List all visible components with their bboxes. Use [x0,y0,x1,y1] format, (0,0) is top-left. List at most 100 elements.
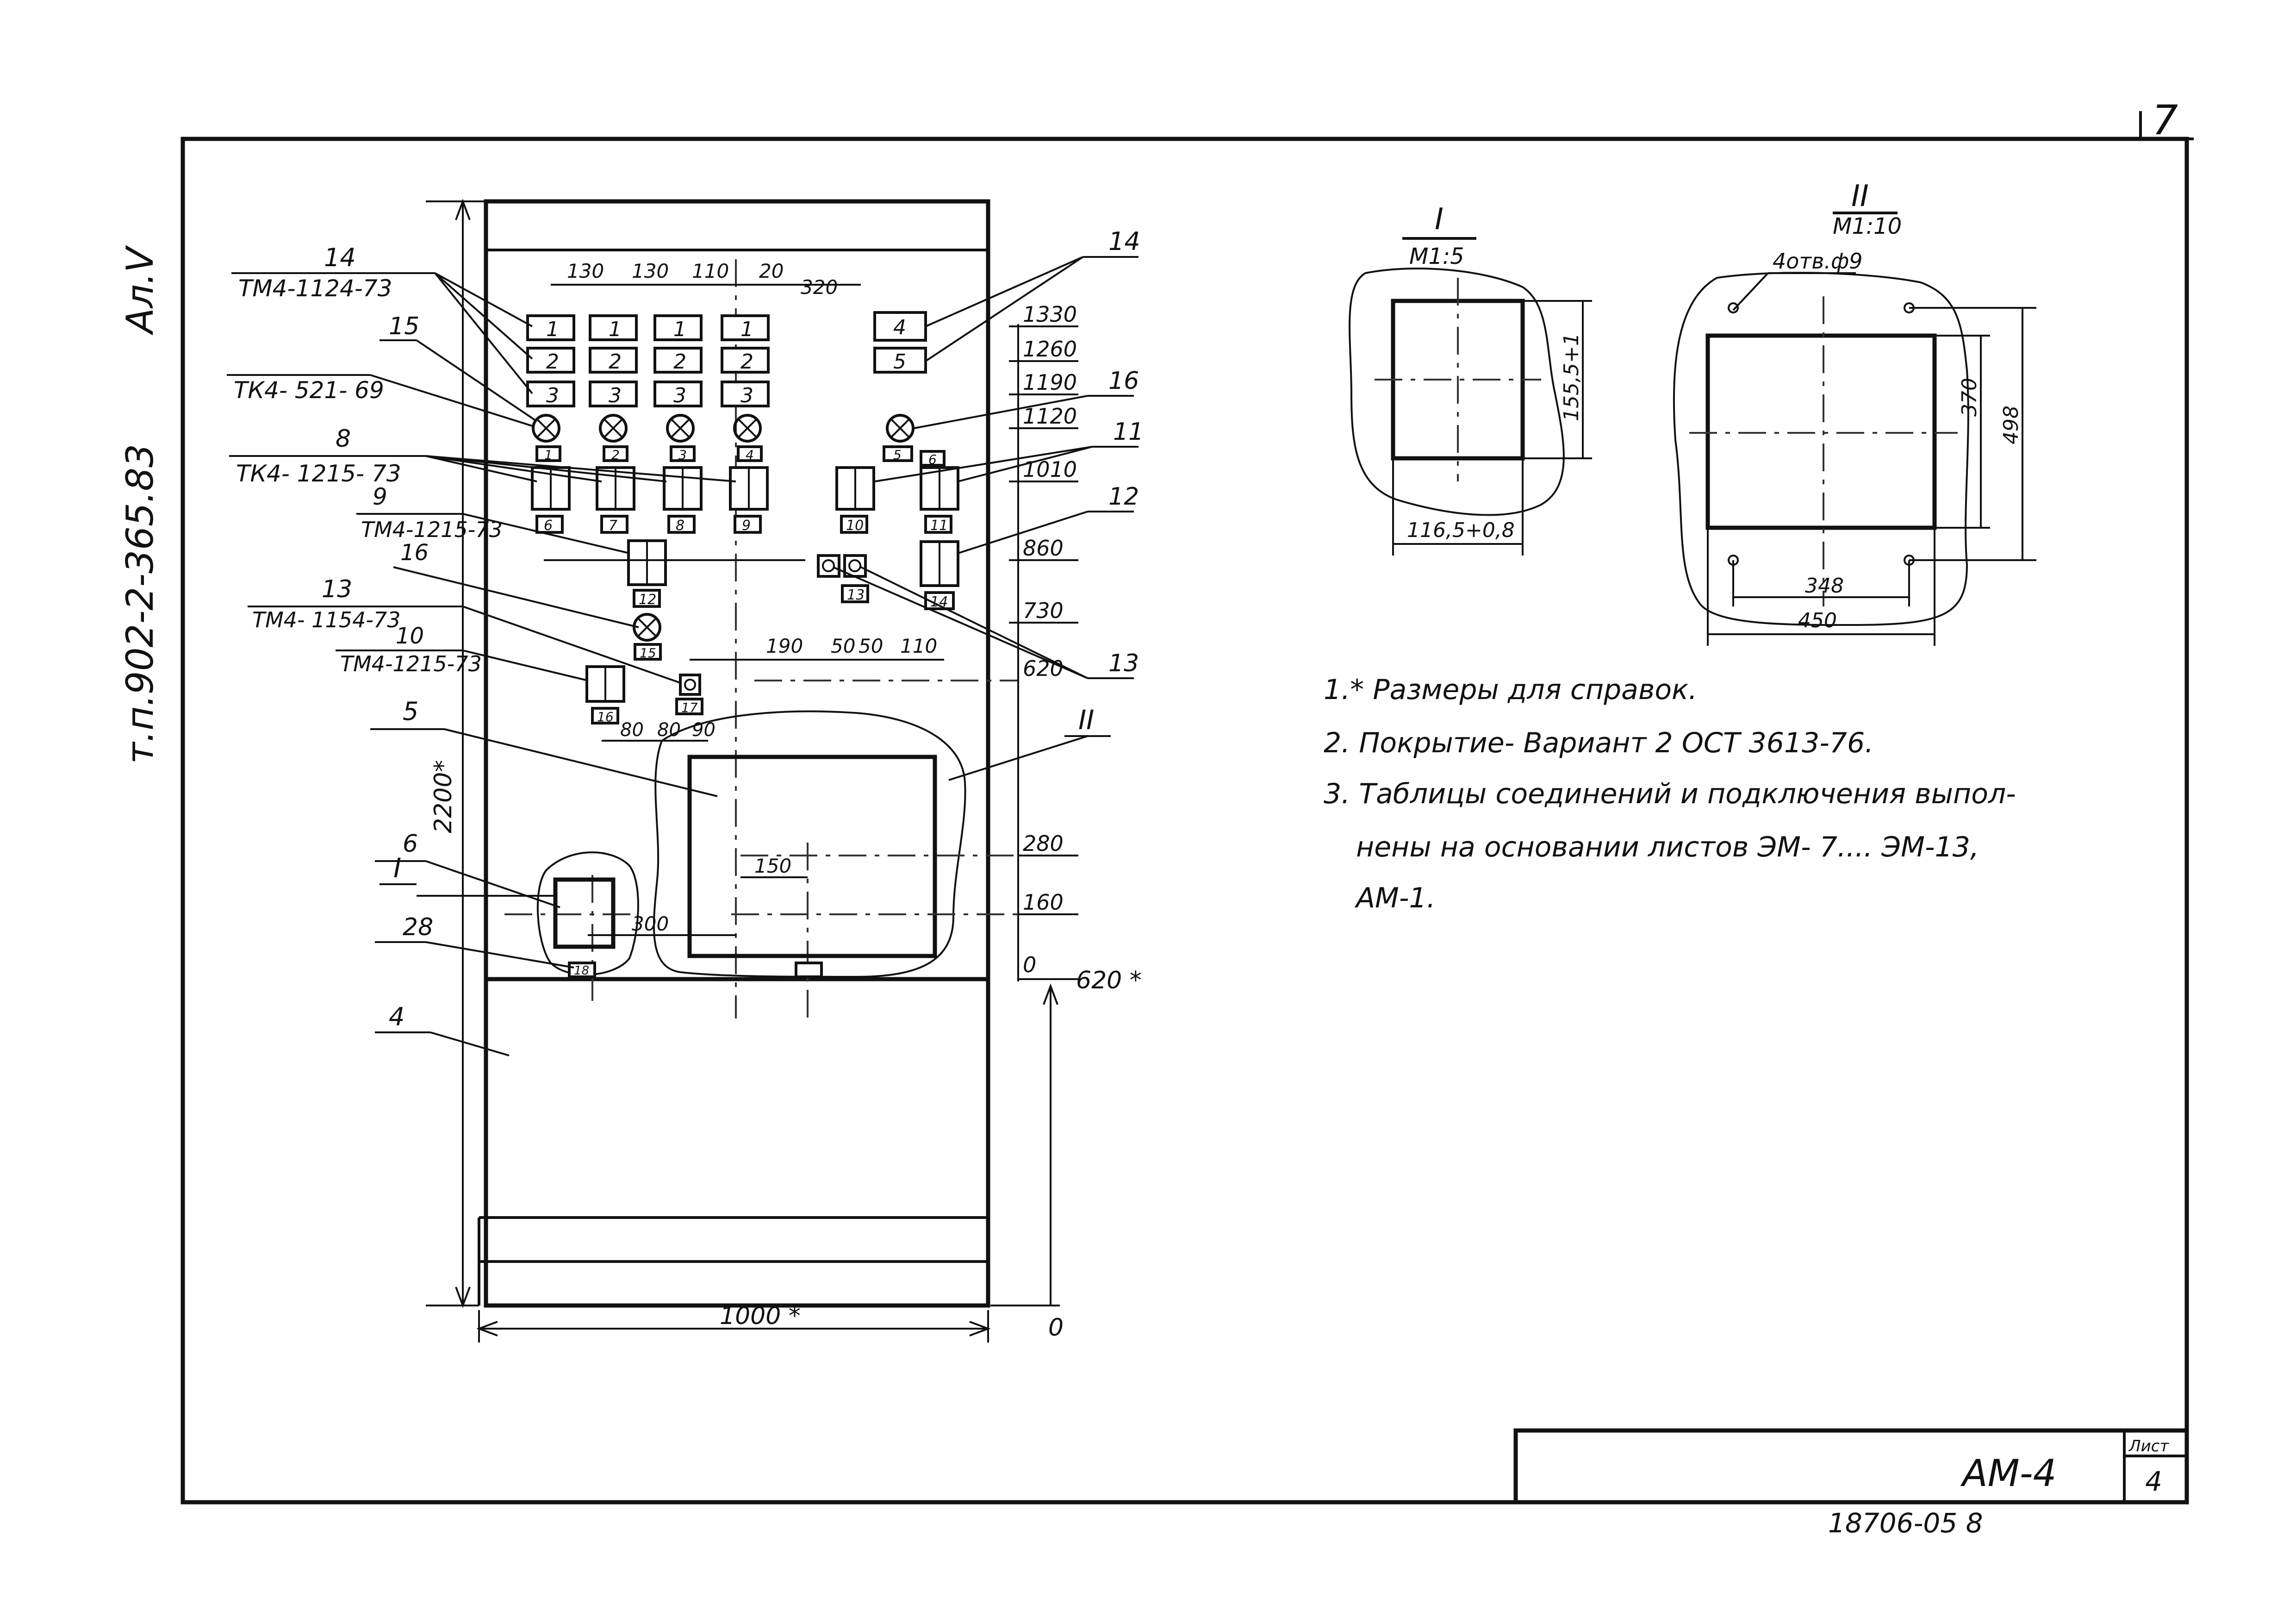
detail-1-scale: М1:5 [1409,244,1464,269]
switch-tag [924,515,952,534]
lamp-tag-label: 5 [893,447,902,462]
leader-label: 5 [403,697,418,726]
detail-1-outline [1349,268,1565,516]
box-label: 1 [740,318,753,341]
switch-tag [591,707,619,725]
sheet-value: 4 [2145,1466,2162,1497]
view-mark-II: II [1078,704,1094,736]
switch-tag-label: 16 [597,709,614,725]
box-label: 2 [740,350,753,374]
lamp-tag-label: 3 [678,447,687,462]
device-box [526,314,575,341]
dim-label: 50 [831,635,855,657]
lamp-tag-label: 1 [544,447,553,462]
lamp-tag-label: 2 [611,447,620,462]
dim-label: 1120 [1023,404,1077,429]
dim-label: 300 [632,912,669,935]
note-3-line-1: 3. Таблицы соединений и подключения выпо… [1324,778,2016,810]
signal-lamp [886,414,915,443]
button-body [817,554,840,578]
switch-tag [600,515,628,534]
signal-lamp [666,414,695,443]
dim-label: 0 [1023,952,1036,977]
box-label: 2 [673,350,686,374]
terminal-box [553,877,616,949]
switch-tag-label: 10 [846,518,864,534]
sheet-number: 7 [2152,96,2178,144]
detail-1-height-label: 155,5+1 [1560,333,1583,421]
foot-tag-label: 18 [574,964,589,978]
note-3-line-3: АМ-1. [1354,882,1436,914]
mid-row: 12 13 14 [627,539,959,610]
signal-lamp [532,414,560,443]
dim-label: 620 [1023,656,1064,681]
detail-2-dim-370-label: 370 [1958,378,1981,417]
switch-tag-label: 9 [742,518,751,534]
button-body [679,674,701,696]
box-label: 2 [609,350,622,374]
foot-tag [795,962,823,978]
note-2: 2. Покрытие- Вариант 2 ОСТ 3613-76. [1324,727,1873,759]
device-box [653,314,703,341]
detail-2-dim-348-label: 348 [1805,574,1844,598]
lamp-tag [535,445,561,462]
lamp-tag-label: 6 [928,452,937,467]
signal-lamp [633,613,661,642]
detail-2-title: II [1851,179,1869,213]
dim-label: 1010 [1023,457,1077,482]
detail-2-scale: М1:10 [1833,213,1902,239]
detail-2: II М1:10 4отв.ф9 370 498 348 450 [1673,179,2036,646]
title-block: Лист 4 АМ-4 18706-05 8 [1513,1428,2189,1539]
dim-label: 320 [801,276,838,299]
box-label: 1 [673,318,686,341]
box-row-1: 1 1 1 1 4 [526,311,927,342]
note-1: 1.* Размеры для справок. [1324,674,1697,706]
detail-2-dim-450-label: 450 [1798,609,1837,632]
detail-2-dim-498-label: 498 [1999,406,2023,444]
switch-tag-label: 8 [676,518,684,534]
switch-tag-label: 15 [640,645,656,661]
dim-label: 730 [1023,598,1064,623]
switch-tag [734,515,762,534]
lamp-tag-label: 4 [746,447,754,462]
lamp-row: 1 2 3 4 5 6 [532,414,946,467]
leader-type-label: ТК4- 521- 69 [234,377,384,404]
leader-label: 9 [373,483,387,510]
box-label: 5 [893,350,906,374]
title-block-frame [1513,1428,2189,1505]
dim-label: 150 [754,855,791,877]
leader-label: 16 [400,540,429,566]
leader-label: 11 [1113,418,1144,446]
box-label: 1 [609,318,622,341]
switch-tag [841,584,869,603]
leader-label: 4 [389,1002,404,1031]
lamp-tag [670,445,696,462]
leader-label: 12 [1108,483,1139,511]
switch-tag [840,515,868,534]
dim-width-label: 1000 * [720,1302,801,1330]
box-label: 3 [609,384,622,407]
dim-zero-label: 0 [1048,1314,1064,1342]
device-box [721,314,770,341]
device-box [653,381,703,407]
dim-label: 20 [759,260,784,282]
album-label: Ал.V [118,245,162,336]
doc-code: АМ-4 [1960,1452,2057,1495]
lamp-tag [883,445,913,462]
device-box [653,347,703,374]
project-code: т.п.902-2-365.83 [118,444,162,764]
foot-tag [568,962,596,978]
detail-1: I М1:5 155,5+1 116,5+0,8 [1349,202,1592,556]
device-box [526,347,575,374]
mount-hole [1728,302,1739,313]
device-box [721,381,770,407]
sheet-label: Лист [2128,1437,2169,1455]
dim-label: 1190 [1023,370,1077,395]
leader-type-label: ТМ4-1215-73 [340,651,482,676]
box-label: 1 [546,318,559,341]
detail-2-outline [1673,272,1969,626]
switch-row: 6 7 8 9 10 11 [531,466,959,534]
switch-tag [633,589,661,608]
notes-block: 1.* Размеры для справок. 2. Покрытие- Ва… [1324,674,2016,914]
